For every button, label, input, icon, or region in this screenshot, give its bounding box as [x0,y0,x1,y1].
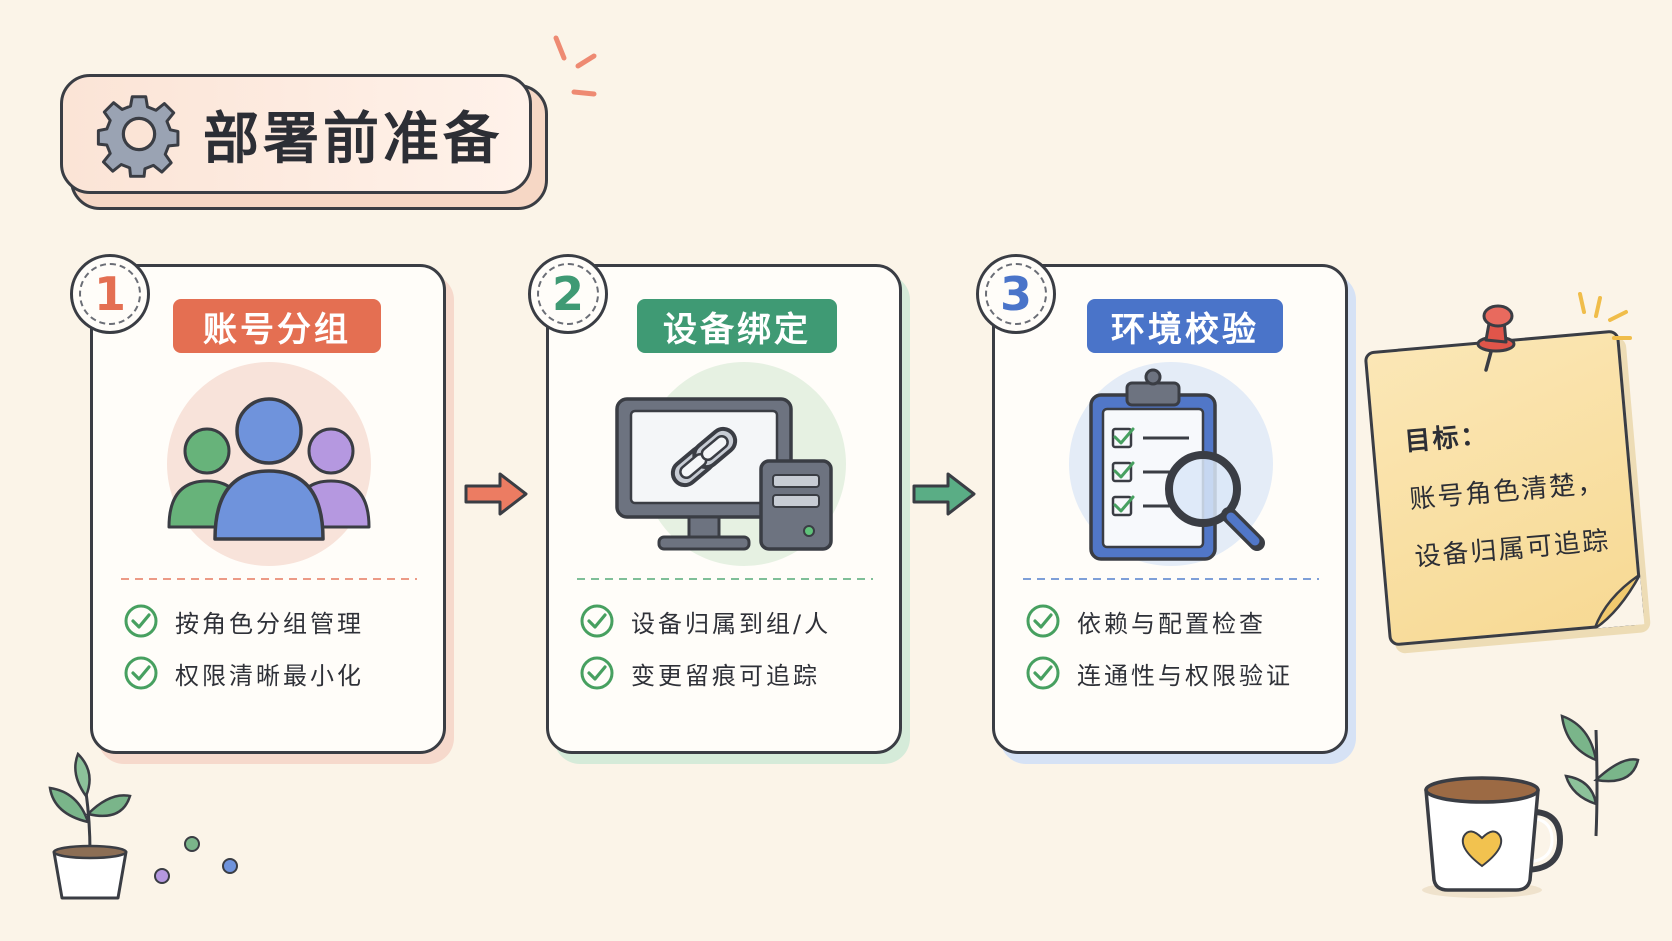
step2-divider [577,578,873,580]
step3-item-2: 连通性与权限验证 [1025,655,1293,691]
step2-number: 2 [528,254,608,334]
step2-item-1: 设备归属到组/人 [579,603,831,639]
coffee-mug-icon [1422,776,1564,898]
computer-link-icon [615,362,846,566]
step3-card: 环境校验 依赖与配置检查 连通性与权 [992,264,1348,754]
step3-label: 环境校验 [1087,299,1283,353]
gear-icon [96,95,180,178]
pushpin-icon [1476,304,1516,372]
goal-sticky-note: 目标： 账号角色清楚， 设备归属可追踪 [1363,329,1645,647]
check-circle-icon [124,656,158,690]
arrow-right-icon [464,472,528,516]
plant-icon [1560,714,1640,837]
step2-label: 设备绑定 [637,299,837,353]
check-circle-icon [1026,604,1060,638]
sparkle-decoration [553,35,597,97]
step2-item-2: 变更留痕可追踪 [579,655,820,691]
clipboard-search-icon [1069,362,1273,566]
step1-item-1: 按角色分组管理 [123,603,364,639]
check-circle-icon [580,604,614,638]
arrow-right-icon [912,472,976,516]
sparkle-decoration [1578,292,1632,340]
check-circle-icon [580,656,614,690]
step1-number: 1 [70,254,150,334]
step3-item-1: 依赖与配置检查 [1025,603,1266,639]
check-circle-icon [124,604,158,638]
check-circle-icon [1026,656,1060,690]
users-icon [167,362,371,566]
plant-icon [48,752,132,900]
step1-divider [121,578,417,580]
step1-card: 账号分组 按角色分组管理 权限清晰最小化 [90,264,446,754]
note-line-1: 账号角色清楚， [1408,468,1607,516]
step1-item-2: 权限清晰最小化 [123,655,364,691]
step3-number: 3 [976,254,1056,334]
title-banner: 部署前准备 [60,74,532,194]
step2-card: 设备绑定 设备归属到组/人 变更留痕可追踪 [546,264,902,754]
step3-divider [1023,578,1319,580]
page-title: 部署前准备 [203,106,503,172]
step1-label: 账号分组 [173,299,381,353]
note-heading: 目标： [1403,420,1490,458]
note-folded-corner [1593,574,1645,629]
dots-decoration [154,836,238,884]
note-line-2: 设备归属可追踪 [1413,526,1612,573]
